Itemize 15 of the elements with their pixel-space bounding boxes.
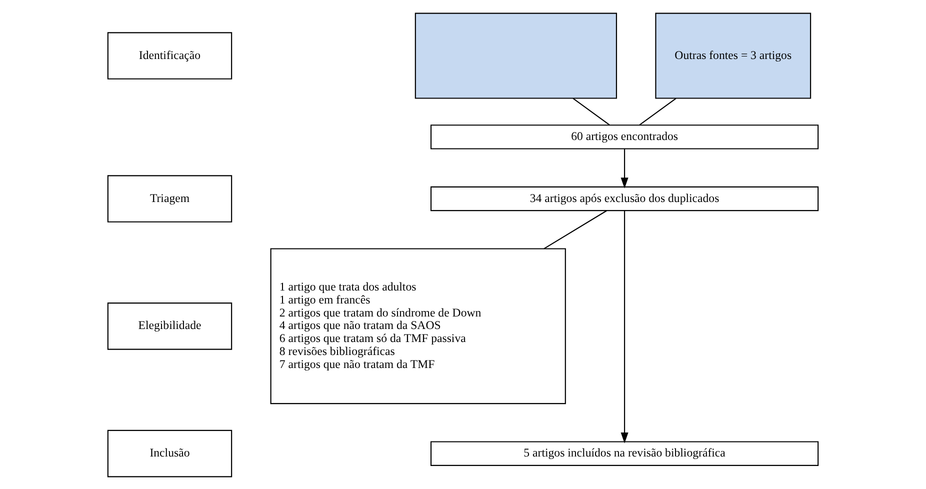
node-box — [414, 12, 618, 98]
node-box: Outras fontes = 3 artigos — [655, 12, 812, 98]
arrow — [620, 210, 628, 443]
connector — [572, 98, 610, 125]
node-box: 5 artigos incluídos na revisão bibliográfica — [430, 440, 819, 466]
connector — [639, 98, 676, 125]
connector — [544, 210, 607, 249]
node-box: 60 artigos encontrados — [430, 124, 819, 149]
node-box: 34 artigos após exclusão dos duplicados — [430, 186, 819, 211]
node-box: Elegibilidade — [107, 302, 232, 350]
node-box: Identificação — [107, 32, 232, 79]
arrow — [620, 148, 628, 188]
node-box: Triagem — [107, 174, 232, 222]
node-box: 1 artigo que trata dos adultos 1 artigo em francês 2 artigos que tratam do síndrome de Down 4 artigos que não tratam da SAOS 6 artigos que tratam só da TMF passiva 8 revisões bibliográficas 7 artigos que não tratam da TMF — [270, 248, 566, 404]
node-box: Inclusão — [107, 429, 232, 477]
